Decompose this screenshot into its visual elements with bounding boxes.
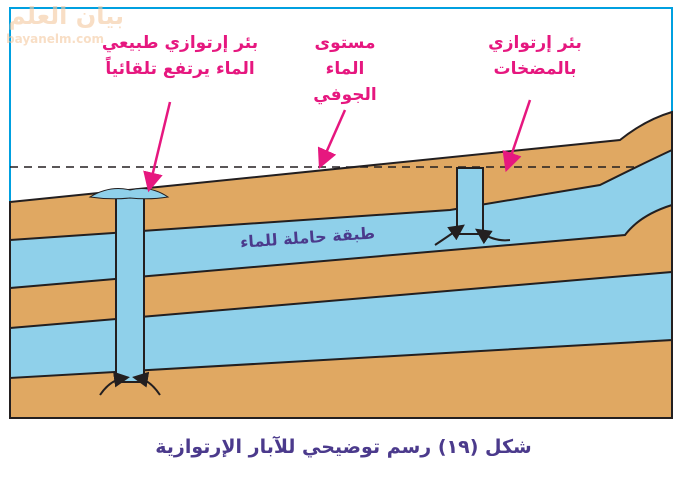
water-table-label: مستوى الماء الجوفي — [313, 33, 377, 105]
pumped-well-label: بئر إرتوازي بالمضخات — [488, 33, 582, 79]
upper-aquifer — [9, 148, 673, 290]
watermark-logo: بيان العلم — [8, 2, 125, 30]
lower-aquifer — [9, 270, 673, 380]
figure-caption: شكل (١٩) رسم توضيحي للآبار الإرتوازية — [155, 436, 532, 458]
natural-well-shaft — [115, 195, 145, 383]
natural-well-label: بئر إرتوازي طبيعي الماء يرتفع تلقائياً — [101, 33, 259, 79]
pumped-well-shaft — [456, 167, 484, 235]
watermark-url: bayanelm.com — [6, 32, 104, 46]
